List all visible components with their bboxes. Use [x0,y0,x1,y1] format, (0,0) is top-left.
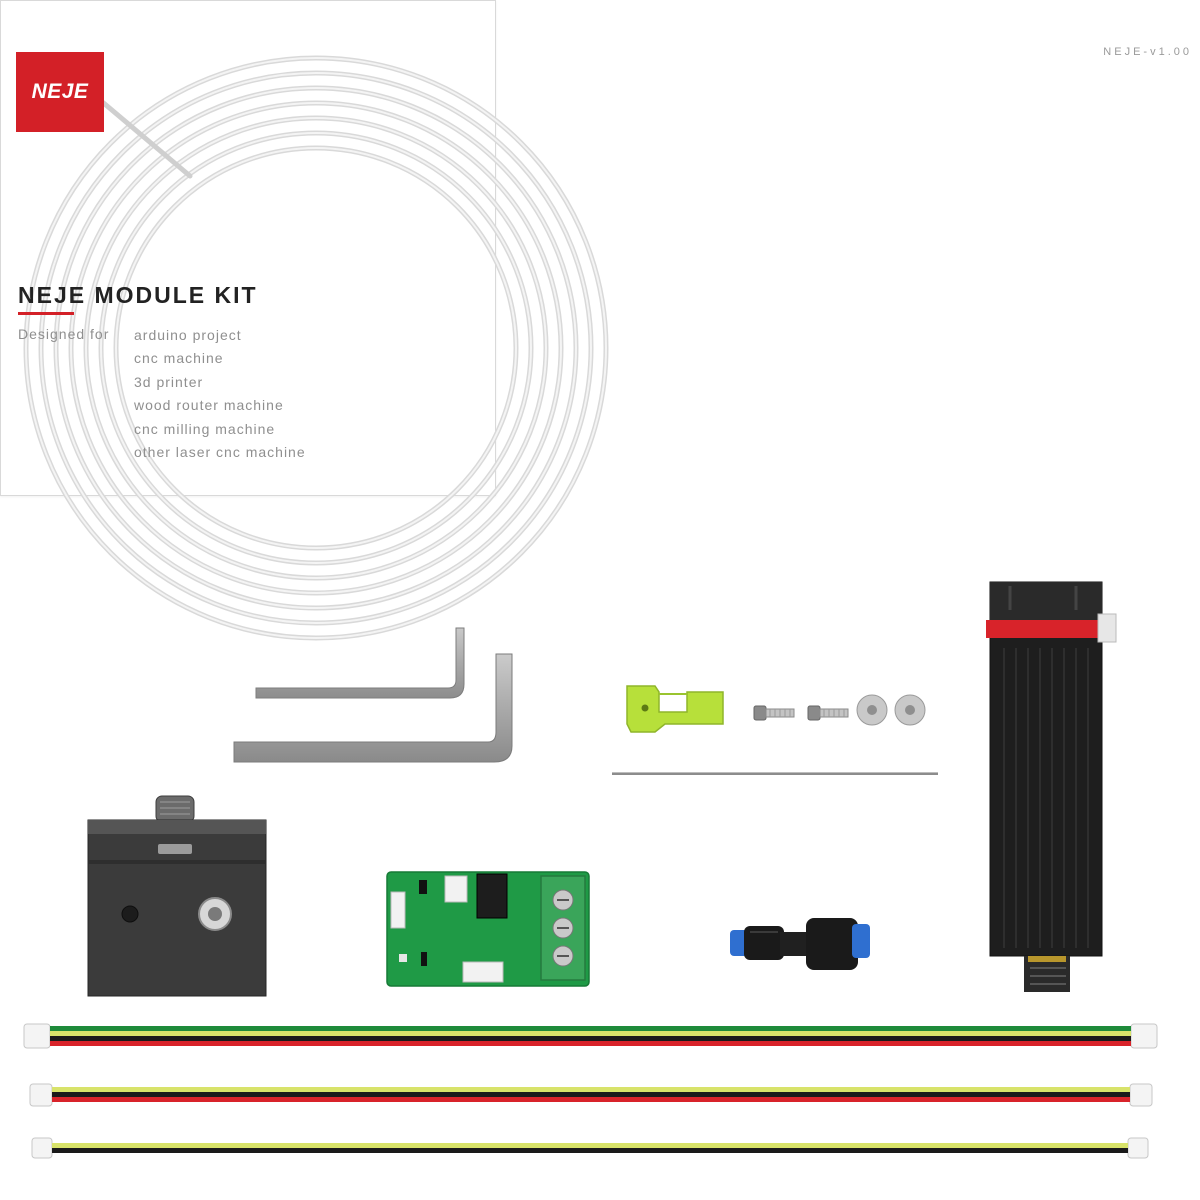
driver-board-icon [386,871,590,987]
metal-rod-icon [612,772,938,775]
cable-icon [23,1023,1158,1049]
laser-module-icon [986,581,1117,992]
air-tube-coil-icon [23,55,609,641]
air-coupler-icon [730,918,870,970]
use-item: cnc milling machine [134,420,276,437]
uses-list: arduino project cnc machine 3d printer w… [134,324,306,464]
washer-icon [856,694,888,726]
manual-version: NEJE-v1.00 [1103,46,1192,58]
use-item: wood router machine [134,397,284,414]
use-item: other laser cnc machine [134,444,306,461]
screw-icon [753,705,795,721]
designed-for-label: Designed for [18,326,110,342]
hex-key-icon [255,627,465,699]
use-item: cnc machine [134,350,224,367]
cable-icon [31,1137,1149,1159]
cable-icon [29,1083,1153,1107]
use-item: arduino project [134,327,242,343]
logo-text: NEJE [31,80,89,103]
mounting-bracket-icon [626,685,724,733]
washer-icon [894,694,926,726]
mounting-block-icon [87,795,267,997]
kit-title: NEJE MODULE KIT [18,282,258,308]
screw-icon [807,705,849,721]
hex-key-icon [233,653,513,763]
title-underline [18,312,74,315]
use-item: 3d printer [134,373,204,390]
neje-logo: NEJE [16,52,104,132]
